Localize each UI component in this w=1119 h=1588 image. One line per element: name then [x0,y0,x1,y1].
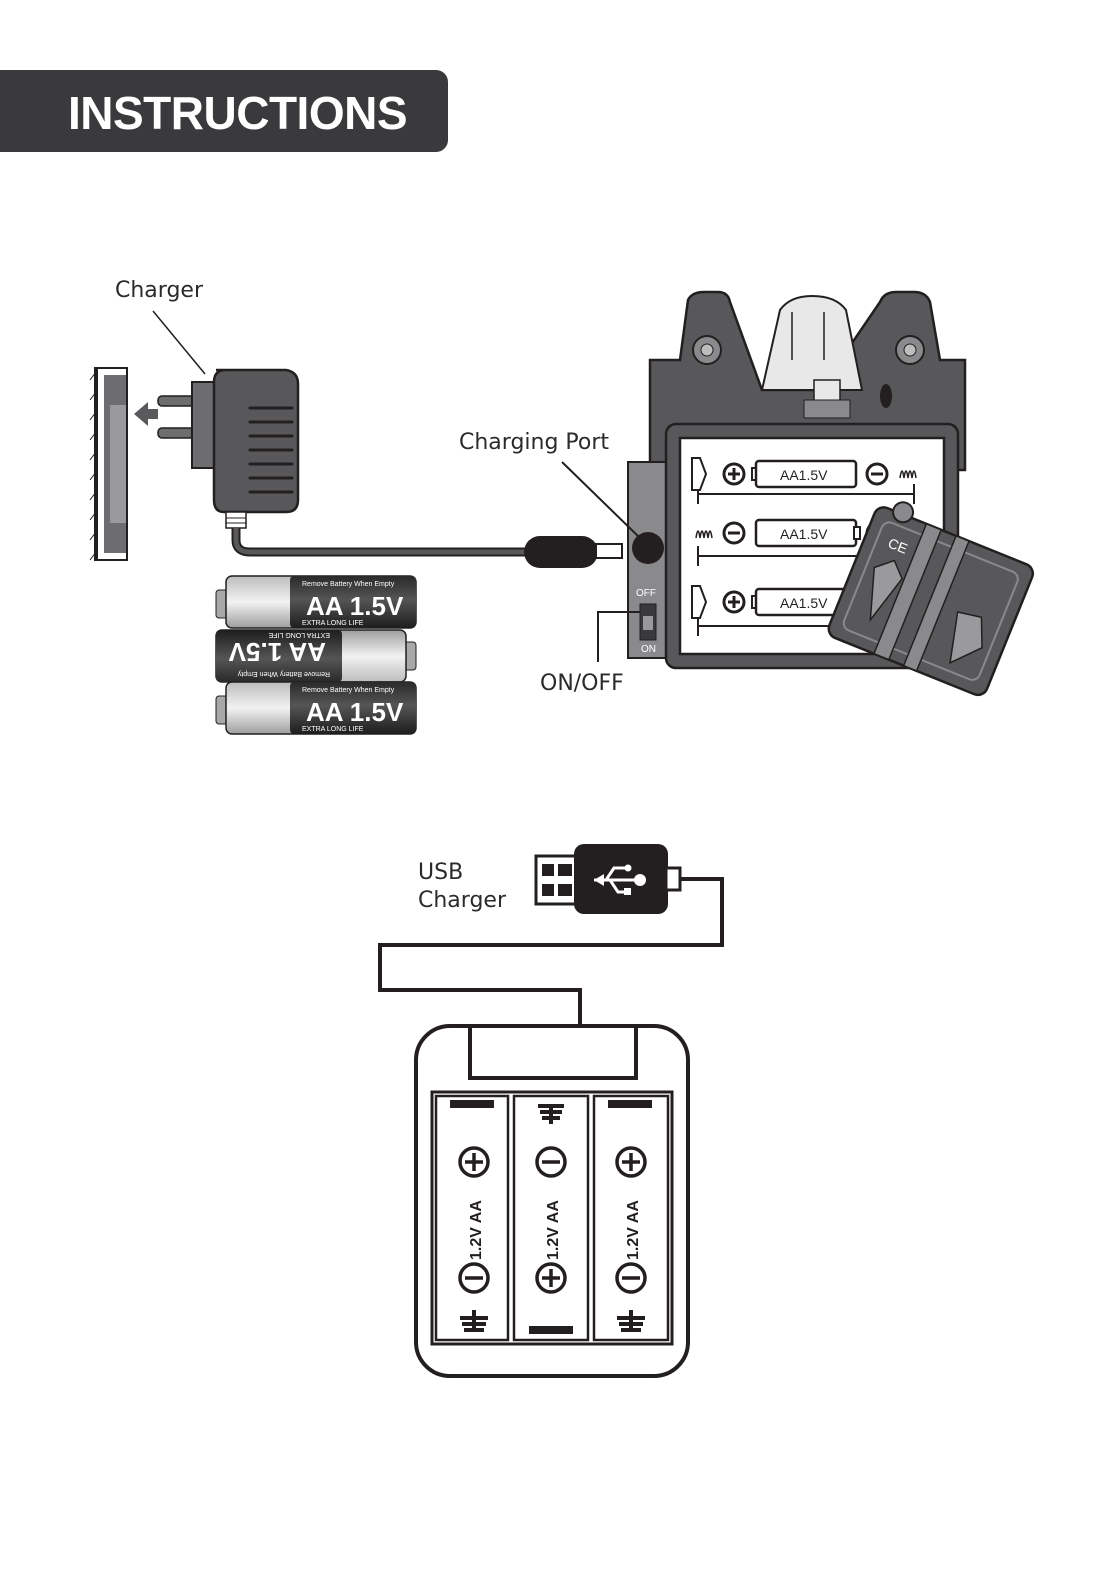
cell-label: 1.2V AA [545,1200,562,1260]
battery-top-text: Remove Battery When Empty [302,581,395,588]
switch-on-text: ON [641,644,656,655]
battery-label: AA 1.5V [306,697,404,727]
loose-batteries: AA 1.5V Remove Battery When Empty EXTRA … [216,576,416,734]
bay-battery-label: AA1.5V [780,595,828,611]
bay-battery-label: AA1.5V [780,467,828,483]
cell-label: 1.2V AA [468,1200,485,1260]
dc-plug [524,536,598,568]
battery-bottom-text: EXTRA LONG LIFE [268,631,330,638]
bite-alarm-device: OFF ON AA1.5V [562,292,1040,698]
switch-off-text: OFF [636,588,656,599]
battery-bottom-text: EXTRA LONG LIFE [302,726,364,733]
battery-label: AA 1.5V [306,591,404,621]
battery-bottom-text: EXTRA LONG LIFE [302,620,364,627]
battery-top-text: Remove Battery When Empty [237,670,330,677]
battery-charger-case: 1.2V AA 1.2V AA 1.2V AA [416,1026,688,1376]
wall-socket [90,368,127,560]
battery-label: AA 1.5V [228,637,326,667]
cell-label: 1.2V AA [625,1200,642,1260]
bay-battery-label: AA1.5V [780,526,828,542]
wall-charger [153,311,298,528]
charging-port [632,532,664,564]
battery-top-text: Remove Battery When Empty [302,687,395,694]
usb-plug [536,844,680,914]
plug-in-arrow-icon [134,402,158,426]
